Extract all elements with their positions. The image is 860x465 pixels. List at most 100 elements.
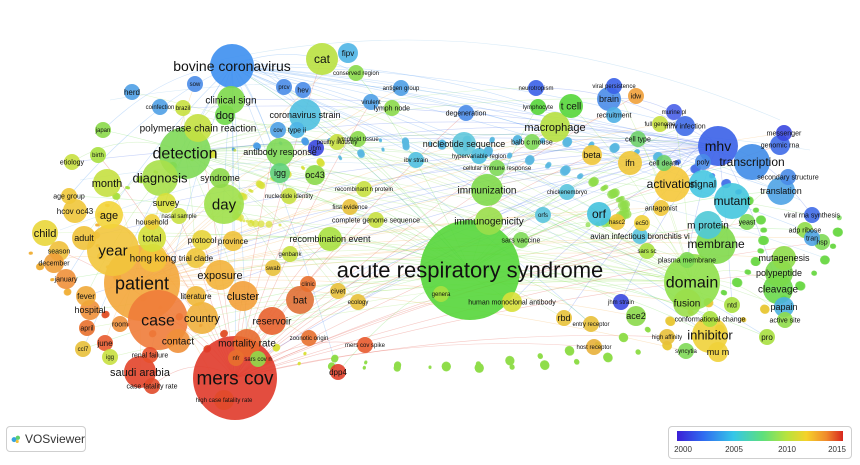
term-ace2-57-node[interactable]	[626, 306, 646, 326]
term-conformational-change-95-label[interactable]: conformational change	[675, 316, 746, 323]
term-genera-88-node[interactable]	[433, 286, 449, 302]
term-saudi-arabia-17-label[interactable]: saudi arabia	[110, 367, 171, 379]
term-diagnosis-11-node[interactable]	[142, 160, 178, 196]
term-sars-vaccine-92-label[interactable]: sars vaccine	[502, 237, 541, 244]
term-complete-genome-sequence-126-node[interactable]	[368, 212, 384, 228]
term-avian-infectious-bronchitis-vi-93-label[interactable]: avian infectious bronchitis vi	[590, 232, 690, 241]
term-cell-death-99-node[interactable]	[656, 155, 672, 171]
term-japan-140-label[interactable]: japan	[95, 128, 111, 134]
term-survey-49-label[interactable]: survey	[153, 198, 180, 208]
term-sars-vaccine-92-node[interactable]	[513, 232, 529, 248]
term-full-genome-147-label[interactable]: full genome	[644, 122, 676, 128]
term-day-8-label[interactable]: day	[212, 196, 237, 213]
term-activation-14-label[interactable]: activation	[647, 177, 698, 191]
term-recruitment-112-node[interactable]	[606, 107, 622, 123]
term-coinfection-138-node[interactable]	[152, 99, 168, 115]
term-fusion-37-label[interactable]: fusion	[674, 299, 701, 310]
term-immunogenicity-34-node[interactable]	[475, 207, 503, 235]
term-mhv-9-label[interactable]: mhv	[705, 138, 731, 154]
term-first-evidence-127-label[interactable]: first evidence	[332, 205, 368, 211]
term-hev-133-label[interactable]: hev	[297, 87, 309, 94]
term-brazil-139-node[interactable]	[175, 100, 191, 116]
term-polypeptide-41-label[interactable]: polypeptide	[756, 268, 802, 278]
term-protocol-66-node[interactable]	[192, 230, 212, 250]
term-antibody-response-47-node[interactable]	[266, 138, 294, 166]
term-syncytia-152-label[interactable]: syncytia	[675, 349, 697, 355]
term-ccl7-145-label[interactable]: ccl7	[78, 347, 89, 353]
term-country-18-label[interactable]: country	[184, 313, 221, 325]
term-recombinant-n-protein-124-node[interactable]	[356, 181, 372, 197]
term-herd-63-node[interactable]	[124, 84, 140, 100]
term-signal-35-label[interactable]: signal	[690, 180, 716, 191]
term-cov-136-node[interactable]	[270, 122, 286, 138]
term-hypervariable-region-118-node[interactable]	[471, 148, 487, 164]
term-fipv-52-node[interactable]	[338, 43, 358, 63]
term-lymphoid-tissue-129-label[interactable]: lymphoid tissue	[337, 137, 379, 143]
term-sars-sc-151-node[interactable]	[639, 243, 655, 259]
term-age-group-75-label[interactable]: age group	[53, 193, 85, 200]
term-adult-24-label[interactable]: adult	[74, 233, 94, 243]
term-nfr-155-node[interactable]	[228, 350, 244, 366]
term-patient-2-label[interactable]: patient	[115, 273, 169, 293]
term-immunization-33-node[interactable]	[471, 174, 503, 206]
term-age-21-node[interactable]	[95, 201, 123, 229]
term-poultry-industry-128-label[interactable]: poultry industry	[317, 140, 358, 146]
term-hong-kong-19-node[interactable]	[139, 244, 167, 272]
term-t-cell-53-label[interactable]: t cell	[561, 102, 582, 113]
term-jhm-strain-149-node[interactable]	[613, 294, 629, 310]
term-transcription-15-node[interactable]	[734, 144, 770, 180]
term-orf-32-label[interactable]: orf	[592, 207, 607, 221]
term-polymerase-chain-reaction-46-label[interactable]: polymerase chain reaction	[140, 124, 257, 135]
term-reservoir-28-node[interactable]	[258, 307, 286, 335]
term-murine-pl-148-node[interactable]	[666, 104, 682, 120]
term-tran-107-node[interactable]	[804, 230, 820, 246]
term-december-72-label[interactable]: december	[38, 260, 70, 267]
term-mers-cov-spike-86-node[interactable]	[357, 337, 373, 353]
term-plasma-membrane-94-node[interactable]	[679, 252, 695, 268]
term-mers-cov-spike-86-label[interactable]: mers cov spike	[345, 343, 386, 349]
term-neurotropism-114-node[interactable]	[528, 80, 544, 96]
term-host-receptor-91-node[interactable]	[586, 339, 602, 355]
term-tran-107-label[interactable]: tran	[806, 235, 818, 242]
term-chickenembryo-120-node[interactable]	[559, 184, 575, 200]
term-virulent-131-label[interactable]: virulent	[361, 100, 381, 106]
term-beta-56-node[interactable]	[582, 145, 602, 165]
term-january-70-label[interactable]: january	[54, 276, 78, 283]
term-december-72-node[interactable]	[44, 253, 64, 273]
term-swab-143-label[interactable]: swab	[266, 266, 281, 272]
term-june-77-label[interactable]: june	[96, 339, 113, 348]
term-mu-m-58-node[interactable]	[708, 342, 728, 362]
term-recombinant-n-protein-124-label[interactable]: recombinant n protein	[335, 187, 393, 193]
term-country-18-node[interactable]	[186, 302, 218, 334]
term-mutant-13-node[interactable]	[714, 183, 750, 219]
term-ibv-strain-123-label[interactable]: ibv strain	[404, 158, 428, 164]
term-high-affinity-96-node[interactable]	[659, 329, 675, 345]
term-nasal-sample-142-node[interactable]	[171, 208, 187, 224]
term-nsp-106-label[interactable]: nsp	[816, 239, 827, 246]
term-cleavage-38-label[interactable]: cleavage	[758, 285, 798, 296]
term-hypervariable-region-118-label[interactable]: hypervariable region	[452, 154, 506, 160]
term-lymph-node-122-node[interactable]	[384, 100, 400, 116]
term-nucleotide-sequence-62-node[interactable]	[452, 132, 476, 156]
term-herd-63-label[interactable]: herd	[124, 88, 140, 97]
term-orfs-121-node[interactable]	[535, 207, 551, 223]
term-signal-35-node[interactable]	[689, 170, 717, 198]
term-translation-40-label[interactable]: translation	[760, 186, 802, 196]
term-m-protein-36-label[interactable]: m protein	[687, 221, 729, 232]
term-zoonotic-origin-87-label[interactable]: zoonotic origin	[290, 336, 329, 342]
term-age-21-label[interactable]: age	[100, 210, 118, 222]
term-birth-141-node[interactable]	[90, 147, 106, 163]
term-swab-143-node[interactable]	[265, 260, 281, 276]
term-messenger-102-node[interactable]	[776, 125, 792, 141]
term-coronavirus-strain-45-label[interactable]: coronavirus strain	[269, 110, 340, 120]
term-viral-persistence-113-label[interactable]: viral persistence	[592, 84, 636, 90]
term-japan-140-node[interactable]	[95, 122, 111, 138]
term-literature-67-label[interactable]: literature	[180, 292, 212, 301]
term-renal-failure-80-label[interactable]: renal failure	[132, 352, 169, 359]
term-hasc2-150-node[interactable]	[609, 214, 625, 230]
term-plasma-membrane-94-label[interactable]: plasma membrane	[658, 257, 716, 264]
term-poly-110-label[interactable]: poly	[697, 159, 710, 166]
term-lymphoid-tissue-129-node[interactable]	[350, 131, 366, 147]
term-antigen-group-132-label[interactable]: antigen group	[383, 86, 420, 92]
term-conformational-change-95-node[interactable]	[702, 311, 718, 327]
